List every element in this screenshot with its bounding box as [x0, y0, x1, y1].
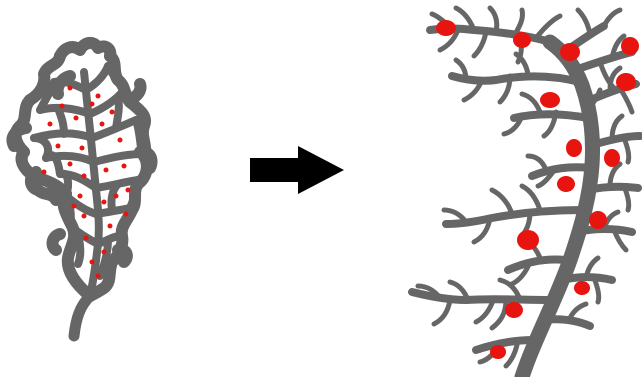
- right-arrow-icon: [250, 146, 344, 194]
- compact-frond: [6, 37, 158, 342]
- open-frond-dots: [436, 20, 639, 359]
- compact-frond-dots: [41, 85, 131, 279]
- open-frond-twigs: [415, 5, 635, 369]
- compact-frond-stalk: [68, 290, 96, 342]
- compact-frond-netting: [30, 62, 146, 300]
- open-frond: [408, 5, 642, 377]
